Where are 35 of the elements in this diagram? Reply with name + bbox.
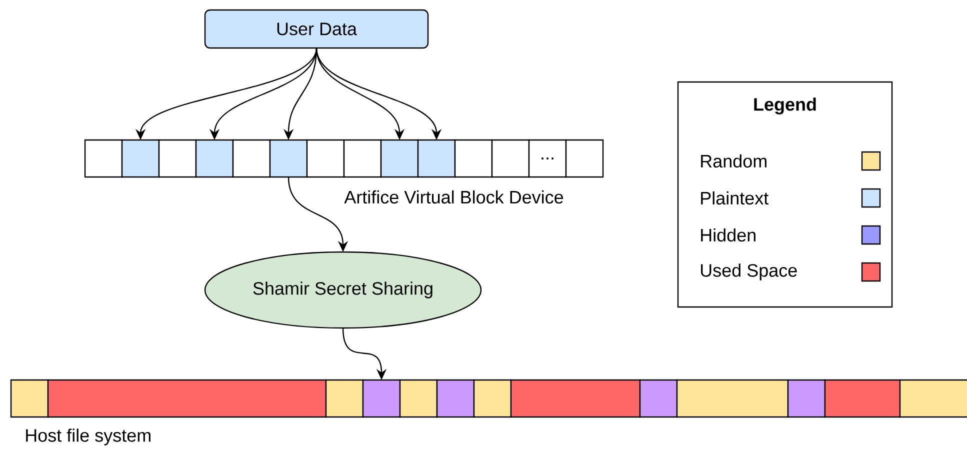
block-cell: [787, 379, 826, 418]
block-cell: [195, 139, 234, 178]
block-cell: [325, 379, 364, 418]
block-cell: [47, 379, 327, 418]
block-cell: [491, 139, 530, 178]
block-cell: [380, 139, 419, 178]
block-cell: [639, 379, 678, 418]
block-cell: [417, 139, 456, 178]
block-cell: [84, 139, 123, 178]
block-cell: [676, 379, 789, 418]
block-device-label: Artifice Virtual Block Device: [344, 190, 564, 204]
block-cell: [121, 139, 160, 178]
block-cell: [454, 139, 493, 178]
block-cell: [565, 139, 604, 178]
block-cell: [473, 379, 512, 418]
block-cell: [10, 379, 49, 418]
block-cell: [436, 379, 475, 418]
block-cell: [306, 139, 345, 178]
legend-title: Legend: [754, 98, 816, 114]
legend-label: Plaintext: [701, 191, 768, 205]
block-cell: [232, 139, 271, 178]
block-cell: [158, 139, 197, 178]
legend-label: Used Space: [701, 264, 797, 280]
block-cell: [399, 379, 438, 418]
block-cell: [824, 379, 901, 418]
block-cell: ...: [528, 139, 567, 178]
block-cell: [343, 139, 382, 178]
block-cell: [899, 379, 967, 418]
host-label: Host file system: [26, 428, 150, 446]
legend-label: Hidden: [701, 228, 756, 242]
data-box: User Data: [204, 9, 429, 49]
block-cell: [362, 379, 401, 418]
block-cell: [510, 379, 641, 418]
legend-label: Random: [701, 154, 766, 168]
block-cell: [269, 139, 308, 178]
